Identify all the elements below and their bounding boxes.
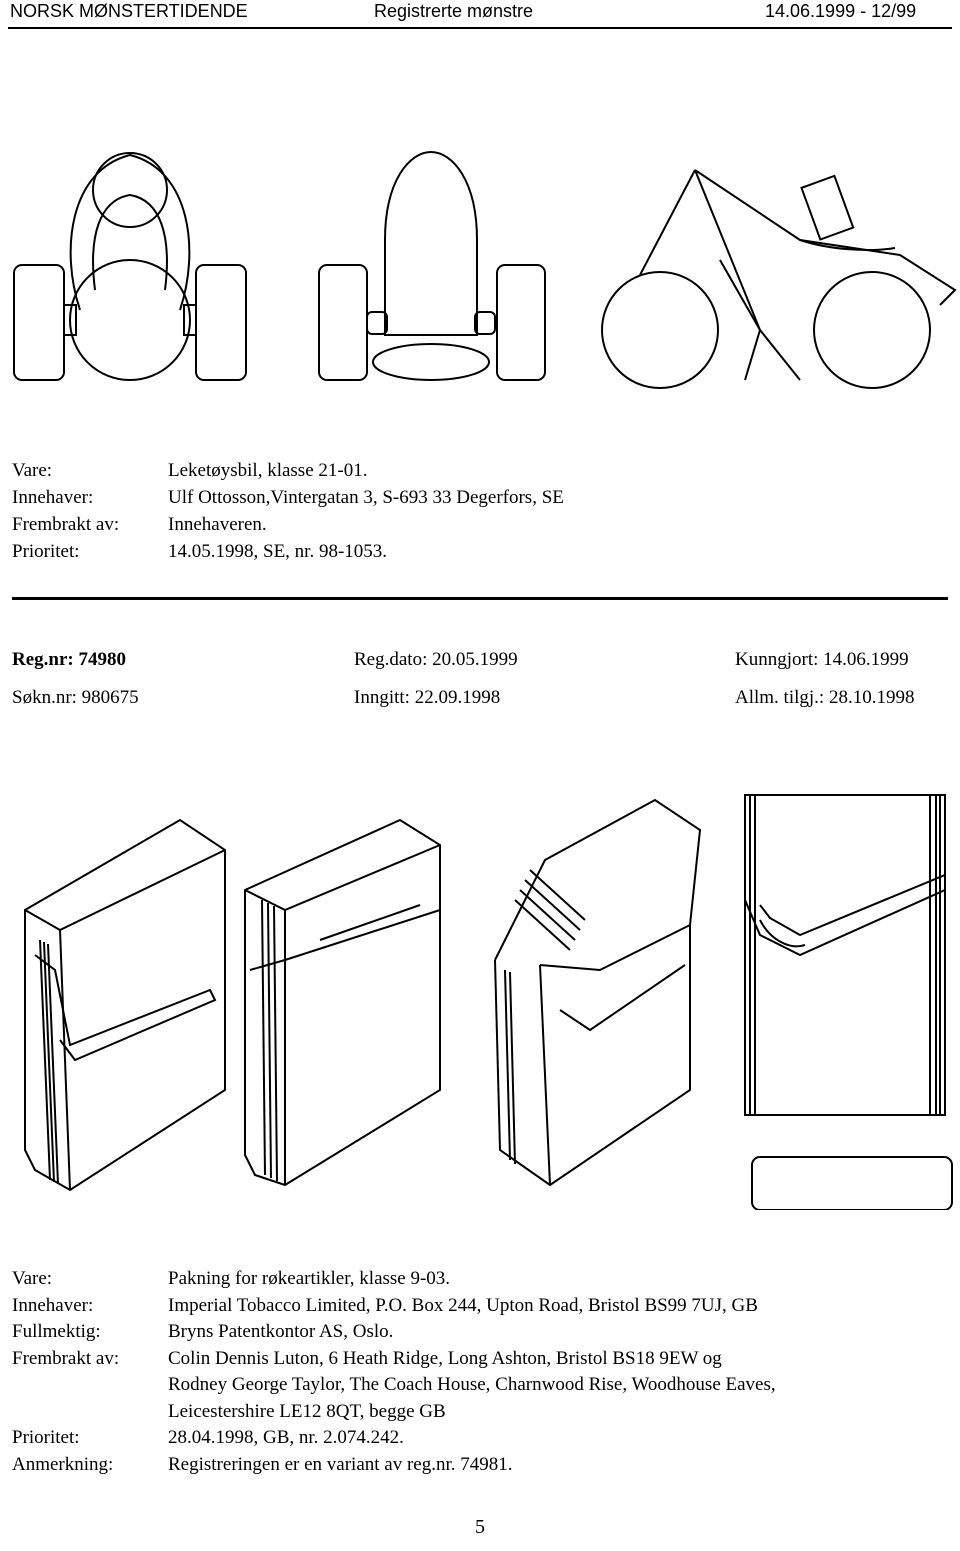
toy-car-top-view — [318, 150, 546, 381]
pack-view-4 — [744, 794, 946, 1116]
entry2-row: Frembrakt av: Colin Dennis Luton, 6 Heat… — [0, 1346, 960, 1373]
section-title: Registrerte mønstre — [374, 1, 534, 21]
reg-dato: Reg.dato: 20.05.1999 — [354, 649, 518, 670]
reg-nr: Reg.nr: 74980 — [12, 649, 126, 670]
entry1-row: Prioritet: 14.05.1998, SE, nr. 98-1053. — [0, 539, 960, 566]
field-label: Anmerkning: — [12, 1453, 114, 1475]
sokn-nr: Søkn.nr: 980675 — [12, 687, 139, 708]
field-value: 28.04.1998, GB, nr. 2.074.242. — [168, 1427, 404, 1448]
entry2-row: Vare: Pakning for røkeartikler, klasse 9… — [0, 1266, 960, 1293]
field-label: Fullmektig: — [12, 1321, 101, 1342]
field-value: Ulf Ottosson,Vintergatan 3, S-693 33 Deg… — [168, 487, 564, 508]
field-label: Prioritet: — [12, 541, 80, 562]
header-divider — [8, 27, 952, 29]
field-label: Frembrakt av: — [12, 514, 120, 535]
field-value: Leicestershire LE12 8QT, begge GB — [168, 1400, 446, 1422]
field-value: Rodney George Taylor, The Coach House, C… — [168, 1374, 776, 1395]
field-value: Registreringen er en variant av reg.nr. … — [168, 1453, 513, 1475]
allm-tilgj: Allm. tilgj.: 28.10.1998 — [735, 687, 915, 708]
field-value: Imperial Tobacco Limited, P.O. Box 244, … — [168, 1294, 758, 1316]
field-label: Prioritet: — [12, 1427, 80, 1448]
field-value: 14.05.1998, SE, nr. 98-1053. — [168, 541, 388, 562]
field-label: Vare: — [12, 460, 53, 481]
page-header: NORSK MØNSTERTIDENDE Registrerte mønstre… — [0, 0, 960, 26]
issue-label: 14.06.1999 - 12/99 — [765, 1, 917, 21]
entry2-fields: Vare: Pakning for røkeartikler, klasse 9… — [0, 1266, 960, 1478]
field-value: Innehaveren. — [168, 514, 267, 535]
entry1-row: Vare: Leketøysbil, klasse 21-01. — [0, 458, 960, 485]
entry1-row: Innehaver: Ulf Ottosson,Vintergatan 3, S… — [0, 485, 960, 512]
field-value: Bryns Patentkontor AS, Oslo. — [168, 1321, 394, 1342]
entry1-fields: Vare: Leketøysbil, klasse 21-01. Innehav… — [0, 458, 960, 566]
entry2-row: Fullmektig: Bryns Patentkontor AS, Oslo. — [0, 1319, 960, 1346]
field-label: Frembrakt av: — [12, 1347, 120, 1369]
toy-car-drawings — [0, 140, 960, 410]
section-divider — [12, 597, 948, 600]
toy-car-front-view — [13, 152, 247, 381]
pack-view-2 — [244, 818, 441, 1187]
kunngjort: Kunngjort: 14.06.1999 — [735, 649, 909, 670]
pack-view-1 — [24, 818, 226, 1192]
inngitt: Inngitt: 22.09.1998 — [354, 687, 501, 708]
field-value: Leketøysbil, klasse 21-01. — [168, 460, 368, 481]
toy-car-side-view — [601, 169, 957, 389]
field-label: Vare: — [12, 1268, 53, 1289]
entry2-row: Innehaver: Imperial Tobacco Limited, P.O… — [0, 1293, 960, 1320]
field-label: Innehaver: — [12, 487, 94, 508]
pack-view-5 — [751, 1156, 953, 1210]
entry1-row: Frembrakt av: Innehaveren. — [0, 512, 960, 539]
publication-title: NORSK MØNSTERTIDENDE — [10, 1, 248, 21]
pack-view-3 — [494, 798, 702, 1187]
entry2-row: Leicestershire LE12 8QT, begge GB — [0, 1399, 960, 1426]
field-value: Pakning for røkeartikler, klasse 9-03. — [168, 1268, 451, 1289]
entry2-row: Anmerkning: Registreringen er en variant… — [0, 1452, 960, 1479]
field-label: Innehaver: — [12, 1294, 94, 1316]
page-number: 5 — [475, 1516, 485, 1538]
field-value: Colin Dennis Luton, 6 Heath Ridge, Long … — [168, 1347, 722, 1369]
packaging-drawings — [0, 790, 960, 1210]
entry2-row: Prioritet: 28.04.1998, GB, nr. 2.074.242… — [0, 1425, 960, 1452]
entry2-row: Rodney George Taylor, The Coach House, C… — [0, 1372, 960, 1399]
